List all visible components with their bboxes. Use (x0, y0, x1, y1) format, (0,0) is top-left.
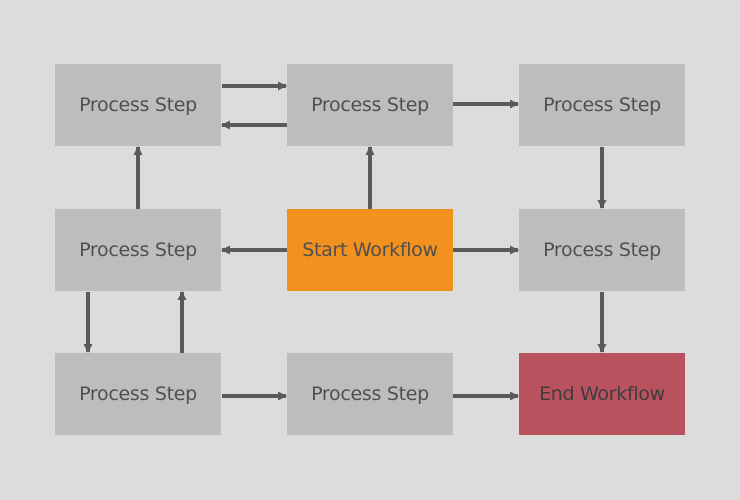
node-label: Process Step (543, 239, 661, 261)
node-label: Process Step (311, 383, 429, 405)
process-step-middle-right: Process Step (519, 209, 685, 291)
process-step-bottom-left: Process Step (55, 353, 221, 435)
node-label: Process Step (311, 94, 429, 116)
process-step-top-center: Process Step (287, 64, 453, 146)
end-workflow-node: End Workflow (519, 353, 685, 435)
node-label: Start Workflow (302, 239, 438, 261)
process-step-middle-left: Process Step (55, 209, 221, 291)
node-label: Process Step (79, 383, 197, 405)
node-label: Process Step (543, 94, 661, 116)
process-step-top-left: Process Step (55, 64, 221, 146)
node-label: Process Step (79, 239, 197, 261)
node-label: Process Step (79, 94, 197, 116)
node-label: End Workflow (539, 383, 665, 405)
start-workflow-node: Start Workflow (287, 209, 453, 291)
process-step-bottom-center: Process Step (287, 353, 453, 435)
process-step-top-right: Process Step (519, 64, 685, 146)
